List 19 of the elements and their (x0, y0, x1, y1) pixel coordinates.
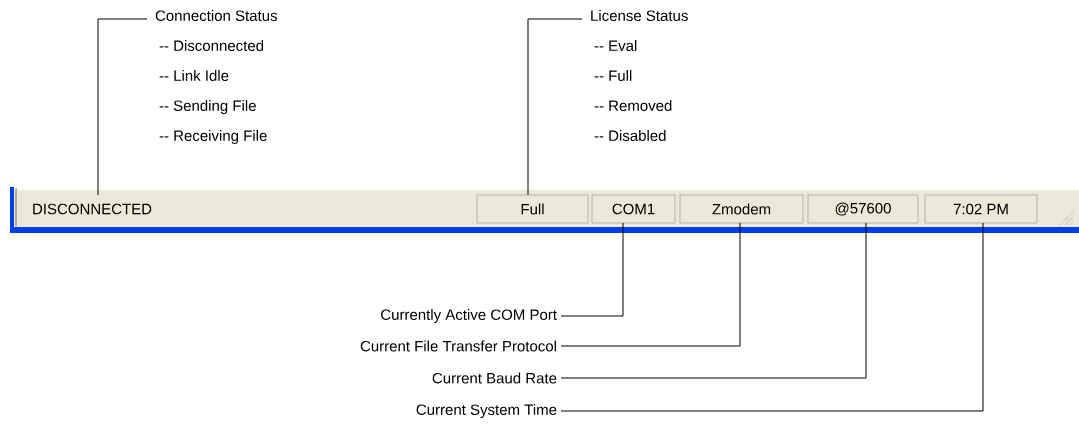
status-pane: COM1 (591, 194, 676, 224)
leader-line (527, 18, 583, 196)
callout-text: Connection Status -- Disconnected -- Link Idle -- Sending File -- Receiving File (155, 10, 277, 144)
callout-text: Current File Transfer Protocol (360, 340, 556, 352)
status-pane: @57600 (807, 194, 919, 224)
leader-line (560, 222, 867, 379)
status-text: DISCONNECTED (33, 203, 152, 215)
status-pane: Full (476, 194, 589, 224)
callout-text: Current Baud Rate (432, 372, 557, 384)
status-pane: 7:02 PM (924, 194, 1038, 224)
leader-line (560, 222, 624, 317)
leader-line (560, 222, 984, 412)
callout-text: Currently Active COM Port (381, 309, 557, 323)
callout-text: License Status -- Eval -- Full -- Removed -- Disabled (591, 10, 688, 141)
leader-line (97, 18, 148, 196)
leader-line (560, 222, 741, 347)
callout-text: Current System Time (416, 404, 557, 418)
status-bar (10, 187, 1079, 233)
status-pane: Zmodem (679, 194, 804, 224)
